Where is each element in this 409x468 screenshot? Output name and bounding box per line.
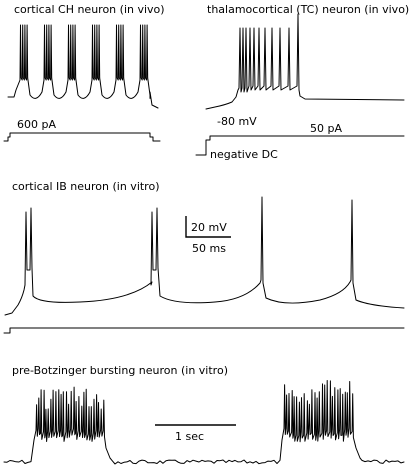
ib-title: cortical IB neuron (in vitro): [12, 180, 160, 193]
tc-current-step: [195, 135, 405, 156]
ch-title: cortical CH neuron (in vivo): [14, 3, 165, 16]
tc-dc-label: negative DC: [210, 148, 278, 161]
ib-current-step: [3, 327, 405, 334]
ib-scale-time-label: 50 ms: [192, 242, 226, 255]
pb-title: pre-Botzinger bursting neuron (in vitro): [12, 364, 228, 377]
panel-pb: pre-Botzinger bursting neuron (in vitro)…: [3, 364, 405, 465]
ch-current-step: [3, 132, 161, 142]
ib-scale-bar: [185, 216, 231, 238]
pb-scale-time-label: 1 sec: [175, 430, 204, 443]
pb-voltage-trace: [3, 380, 405, 465]
tc-voltage-trace: [205, 13, 405, 110]
ch-voltage-trace: [7, 24, 159, 109]
ib-scale-voltage-label: 20 mV: [191, 221, 227, 234]
tc-current-label: 50 pA: [310, 122, 342, 135]
tc-title: thalamocortical (TC) neuron (in vivo): [207, 3, 409, 16]
ib-voltage-trace: [4, 196, 405, 316]
tc-voltage-label: -80 mV: [217, 115, 257, 128]
panel-tc: thalamocortical (TC) neuron (in vivo) -8…: [195, 3, 409, 161]
ch-current-label: 600 pA: [17, 118, 56, 131]
panel-ib: cortical IB neuron (in vitro) 20 mV 50 m…: [3, 180, 405, 334]
panel-ch: cortical CH neuron (in vivo) 600 pA: [3, 3, 165, 142]
